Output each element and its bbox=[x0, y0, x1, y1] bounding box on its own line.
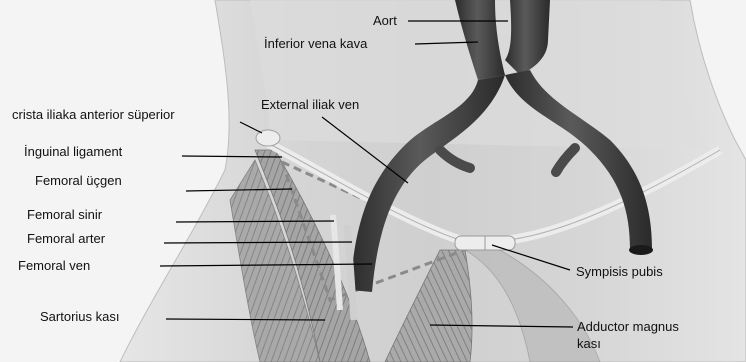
label-sartorius-kasi: Sartorius kası bbox=[40, 309, 119, 324]
label-femoral-arter: Femoral arter bbox=[27, 231, 105, 246]
label-femoral-sinir: Femoral sinir bbox=[27, 207, 102, 222]
label-inguinal-ligament: İnguinal ligament bbox=[24, 144, 122, 159]
vessel-cut-end bbox=[629, 245, 653, 255]
label-adductor-magnus-line2: kası bbox=[577, 336, 601, 351]
label-adductor-magnus-line1: Adductor magnus bbox=[577, 319, 679, 334]
label-crista-iliaka: crista iliaka anterior süperior bbox=[12, 107, 175, 122]
label-femoral-ven: Femoral ven bbox=[18, 258, 90, 273]
label-sympisis-pubis: Sympisis pubis bbox=[576, 264, 663, 279]
label-femoral-ucgen: Femoral üçgen bbox=[35, 173, 122, 188]
label-external-iliak-ven: External iliak ven bbox=[261, 97, 359, 112]
label-aort: Aort bbox=[373, 13, 397, 28]
label-inferior-vena-kava: İnferior vena kava bbox=[264, 36, 367, 51]
